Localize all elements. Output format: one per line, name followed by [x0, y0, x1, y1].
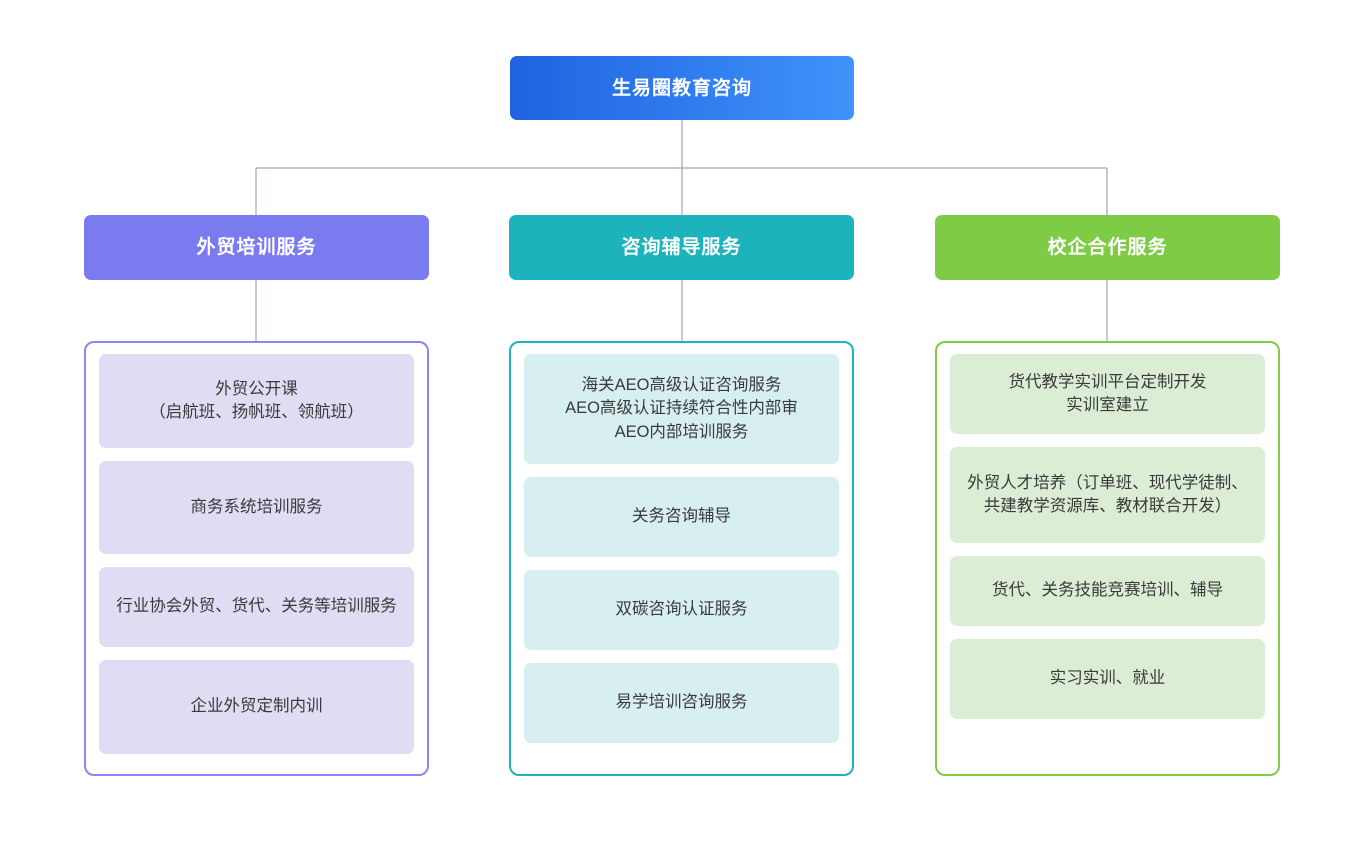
branch-column-school-enterprise: 校企合作服务 货代教学实训平台定制开发 实训室建立 外贸人才培养（订单班、现代学… — [935, 215, 1280, 776]
item-card[interactable]: 行业协会外贸、货代、关务等培训服务 — [99, 567, 414, 647]
item-card[interactable]: 商务系统培训服务 — [99, 461, 414, 554]
branch-header-label: 外贸培训服务 — [196, 237, 317, 258]
branch-column-consulting-tutoring: 咨询辅导服务 海关AEO高级认证咨询服务 AEO高级认证持续符合性内部审 AEO… — [509, 215, 854, 776]
branch-header-label: 校企合作服务 — [1047, 237, 1168, 258]
branch-header-foreign-trade-training[interactable]: 外贸培训服务 — [84, 215, 429, 280]
branch-header-consulting-tutoring[interactable]: 咨询辅导服务 — [509, 215, 854, 280]
item-card[interactable]: 海关AEO高级认证咨询服务 AEO高级认证持续符合性内部审 AEO内部培训服务 — [524, 354, 839, 464]
item-card[interactable]: 外贸公开课 （启航班、扬帆班、领航班） — [99, 354, 414, 448]
item-card[interactable]: 双碳咨询认证服务 — [524, 570, 839, 650]
item-card[interactable]: 货代、关务技能竞赛培训、辅导 — [950, 556, 1265, 626]
branch-panel-consulting-tutoring: 海关AEO高级认证咨询服务 AEO高级认证持续符合性内部审 AEO内部培训服务 … — [509, 341, 854, 776]
item-card[interactable]: 易学培训咨询服务 — [524, 663, 839, 743]
item-card[interactable]: 货代教学实训平台定制开发 实训室建立 — [950, 354, 1265, 434]
branch-header-label: 咨询辅导服务 — [621, 237, 742, 258]
item-card[interactable]: 企业外贸定制内训 — [99, 660, 414, 754]
item-card[interactable]: 外贸人才培养（订单班、现代学徒制、共建教学资源库、教材联合开发） — [950, 447, 1265, 543]
root-node-label: 生易圈教育咨询 — [611, 77, 752, 99]
branch-panel-school-enterprise: 货代教学实训平台定制开发 实训室建立 外贸人才培养（订单班、现代学徒制、共建教学… — [935, 341, 1280, 776]
item-card[interactable]: 实习实训、就业 — [950, 639, 1265, 719]
item-card[interactable]: 关务咨询辅导 — [524, 477, 839, 557]
root-node[interactable]: 生易圈教育咨询 — [510, 56, 854, 120]
branch-panel-foreign-trade-training: 外贸公开课 （启航班、扬帆班、领航班） 商务系统培训服务 行业协会外贸、货代、关… — [84, 341, 429, 776]
branch-header-school-enterprise[interactable]: 校企合作服务 — [935, 215, 1280, 280]
branch-column-foreign-trade-training: 外贸培训服务 外贸公开课 （启航班、扬帆班、领航班） 商务系统培训服务 行业协会… — [84, 215, 429, 776]
